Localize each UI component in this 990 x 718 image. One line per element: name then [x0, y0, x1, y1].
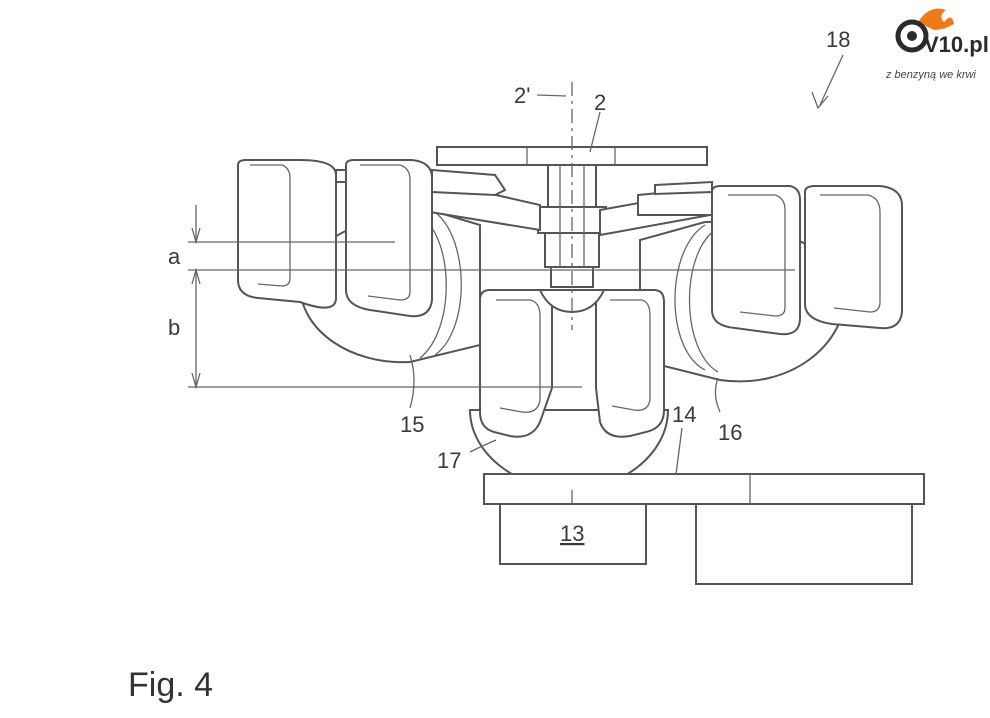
- block-right: [695, 503, 913, 585]
- leader-lines: [409, 54, 844, 475]
- figure-caption: Fig. 4: [128, 666, 213, 704]
- label-gear-17: 17: [437, 448, 461, 473]
- block-13: [499, 503, 647, 565]
- label-dimension-a: a: [168, 244, 181, 269]
- label-dimension-b: b: [168, 315, 180, 340]
- label-gear-16: 16: [718, 420, 742, 445]
- gear-right-teeth: [637, 180, 903, 336]
- label-block-13: 13: [560, 521, 584, 546]
- label-assembly-18: 18: [826, 27, 850, 52]
- flame-tire-icon: [895, 8, 954, 53]
- label-gear-15: 15: [400, 412, 424, 437]
- label-base-14: 14: [672, 402, 696, 427]
- flame-icon: [918, 8, 954, 30]
- watermark-tagline: z benzyną we krwi: [885, 69, 976, 81]
- dimension-lines: [188, 205, 795, 390]
- label-shaft-2: 2: [594, 90, 606, 115]
- base-plate: [483, 473, 925, 505]
- watermark-logo: V10.pl z benzyną we krwi: [885, 8, 989, 81]
- label-axis-2prime: 2': [514, 83, 530, 108]
- watermark-brand: V10.pl: [924, 32, 989, 57]
- gear-center: [468, 289, 670, 492]
